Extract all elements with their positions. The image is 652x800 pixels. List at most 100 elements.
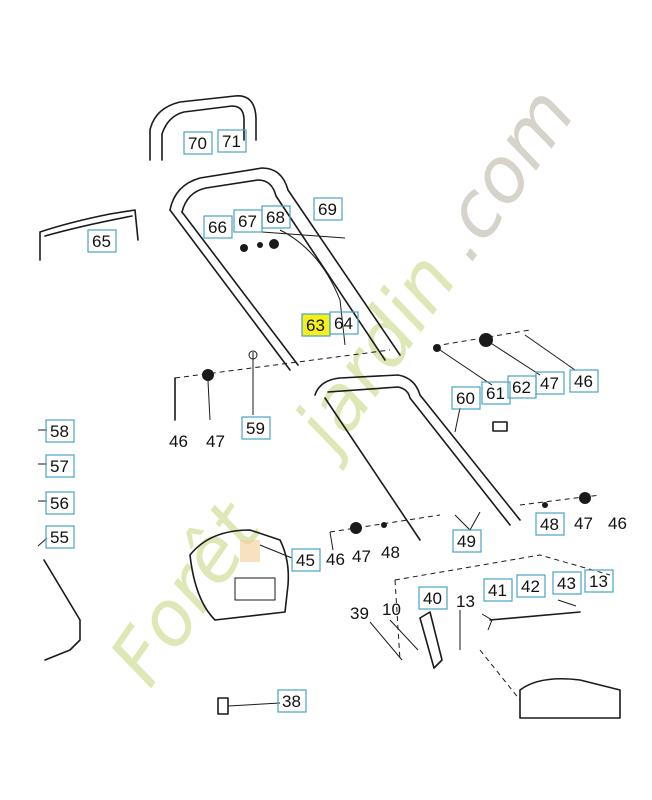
callout-43: 43 <box>552 571 582 595</box>
callout-text-67: 67 <box>238 212 257 231</box>
catcher-side-frame <box>43 559 81 661</box>
callout-10: 10 <box>382 600 401 619</box>
callout-text-40: 40 <box>423 589 442 608</box>
callout-38: 38 <box>277 689 307 713</box>
callout-41: 41 <box>483 578 513 602</box>
bracket-49 <box>454 511 481 531</box>
watermark-foret: Forêt <box>92 484 280 700</box>
lower-handle-part <box>314 374 521 541</box>
callout-71: 71 <box>217 129 247 153</box>
callout-text-60: 60 <box>456 389 475 408</box>
leader-61 <box>436 347 493 386</box>
callout-box-40 <box>418 586 448 610</box>
callout-box-66 <box>203 215 233 239</box>
callout-13a: 13 <box>456 592 475 611</box>
watermark-jardin: jardin <box>272 237 474 473</box>
callout-text-46d: 46 <box>326 550 345 569</box>
callout-46b: 46 <box>569 369 599 393</box>
callout-box-41 <box>483 578 513 602</box>
callout-49: 49 <box>452 529 482 553</box>
leader-46-right <box>524 334 576 371</box>
callout-46d: 46 <box>326 550 345 569</box>
callout-box-71 <box>217 129 247 153</box>
callout-text-64: 64 <box>334 314 353 333</box>
callout-48a: 48 <box>535 512 565 536</box>
handle-grip-part <box>149 95 257 161</box>
callout-70: 70 <box>183 131 213 155</box>
knob-47-lower <box>350 522 362 534</box>
battery-accent <box>240 540 260 562</box>
callout-text-38: 38 <box>282 692 301 711</box>
callout-box-46b <box>569 369 599 393</box>
callout-69: 69 <box>313 197 343 221</box>
handle-grip-inner <box>161 105 245 161</box>
callout-box-47b <box>535 371 565 395</box>
callout-box-60 <box>451 386 481 410</box>
deck-housing <box>519 677 621 719</box>
callout-text-13a: 13 <box>456 592 475 611</box>
callout-46c: 46 <box>608 514 627 533</box>
callout-66: 66 <box>203 215 233 239</box>
callout-13b: 13 <box>584 569 614 593</box>
callout-text-68: 68 <box>266 208 285 227</box>
callout-39: 39 <box>350 604 369 623</box>
callout-text-42: 42 <box>521 577 540 596</box>
leader-39 <box>369 621 403 661</box>
callout-61: 61 <box>481 381 511 405</box>
callout-47c: 47 <box>574 514 593 533</box>
watermark-com: .com <box>412 72 592 276</box>
part-41 <box>481 613 493 631</box>
cable-part <box>261 231 346 239</box>
knob-47-left <box>202 369 214 381</box>
callout-text-10: 10 <box>382 600 401 619</box>
callout-63: 63 <box>301 313 331 337</box>
lever-rod-part <box>279 229 346 346</box>
callout-box-64 <box>329 311 359 335</box>
battery-part <box>189 529 290 621</box>
callout-45: 45 <box>291 548 321 572</box>
callout-59: 59 <box>241 416 271 440</box>
callout-text-46a: 46 <box>169 432 188 451</box>
knob-68 <box>269 239 279 249</box>
battery-window <box>234 577 276 601</box>
callout-text-46c: 46 <box>608 514 627 533</box>
leader-45 <box>259 544 293 559</box>
callout-text-57: 57 <box>50 457 69 476</box>
leader-10 <box>389 619 419 651</box>
upper-handle-part <box>169 167 401 356</box>
callout-text-71: 71 <box>222 132 241 151</box>
callout-text-65: 65 <box>92 232 111 251</box>
callout-56: 56 <box>45 491 75 515</box>
callout-text-43: 43 <box>557 574 576 593</box>
callout-text-61: 61 <box>486 384 505 403</box>
callout-55: 55 <box>45 525 75 549</box>
callout-box-48a <box>535 512 565 536</box>
callout-text-13b: 13 <box>589 572 608 591</box>
knob-67 <box>257 242 263 248</box>
callout-64: 64 <box>329 311 359 335</box>
callout-text-56: 56 <box>50 494 69 513</box>
callout-text-47a: 47 <box>206 432 225 451</box>
callout-48b: 48 <box>381 543 400 562</box>
knob-66 <box>240 244 248 252</box>
callout-box-69 <box>313 197 343 221</box>
bracket-40 <box>419 611 443 669</box>
callout-box-42 <box>516 574 546 598</box>
callout-47b: 47 <box>535 371 565 395</box>
callout-text-58: 58 <box>50 422 69 441</box>
lower-handle-inner <box>327 386 511 526</box>
callout-box-65 <box>87 229 117 253</box>
knob-47-right-lower <box>579 492 591 504</box>
leader-38 <box>227 702 281 707</box>
catcher-frame-part <box>39 209 139 261</box>
callout-box-56 <box>45 491 75 515</box>
callout-text-47d: 47 <box>352 547 371 566</box>
callout-text-39: 39 <box>350 604 369 623</box>
part-drawings <box>37 95 621 719</box>
callout-46a: 46 <box>169 432 188 451</box>
callout-text-47b: 47 <box>540 374 559 393</box>
callout-40: 40 <box>418 586 448 610</box>
callout-text-48b: 48 <box>381 543 400 562</box>
deck-outline <box>394 554 611 701</box>
callout-text-55: 55 <box>50 528 69 547</box>
